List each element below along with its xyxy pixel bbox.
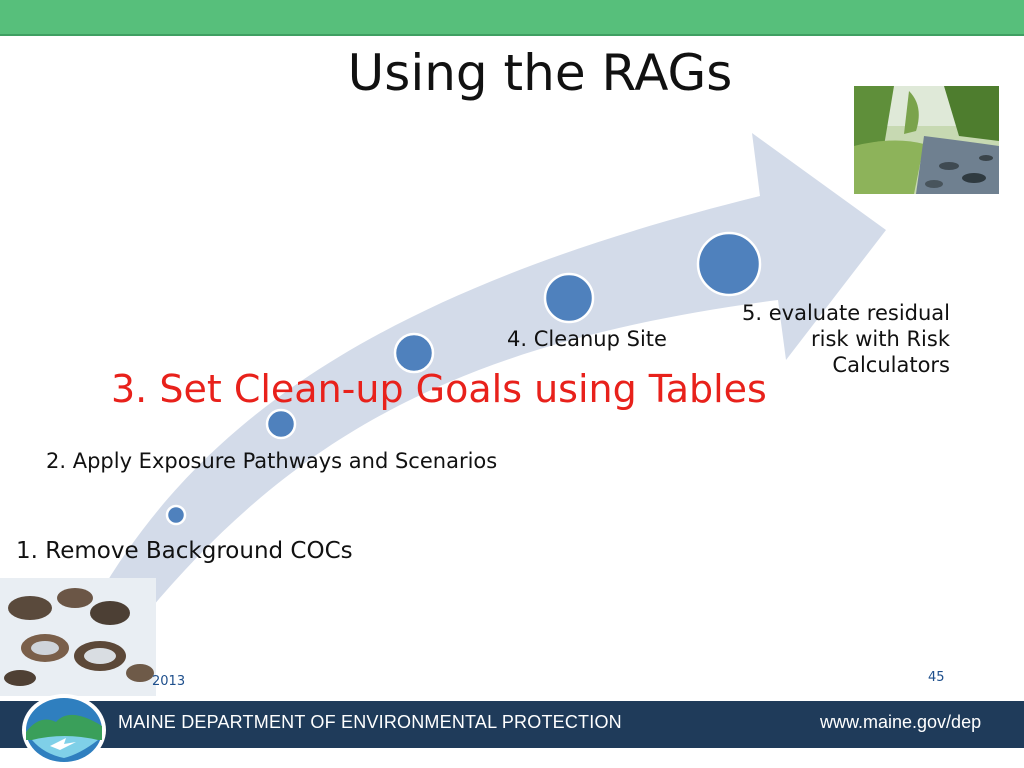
top-accent-bar bbox=[0, 0, 1024, 36]
stream-photo bbox=[854, 86, 999, 194]
step-3-label: 3. Set Clean-up Goals using Tables bbox=[111, 367, 767, 411]
maine-dep-logo-icon bbox=[22, 694, 106, 766]
footer-bar bbox=[0, 701, 1024, 748]
drums-photo bbox=[0, 578, 156, 696]
step-dot-icon bbox=[543, 272, 595, 324]
page-number: 45 bbox=[928, 670, 945, 685]
step-1-label: 1. Remove Background COCs bbox=[16, 538, 353, 564]
step-dot-icon bbox=[265, 408, 297, 440]
step-dot-icon bbox=[393, 332, 435, 374]
agency-name: MAINE DEPARTMENT OF ENVIRONMENTAL PROTEC… bbox=[118, 712, 622, 732]
step-4-label: 4. Cleanup Site bbox=[507, 327, 667, 351]
step-dot-icon bbox=[696, 231, 762, 297]
step-2-label: 2. Apply Exposure Pathways and Scenarios bbox=[46, 449, 498, 473]
agency-url-link[interactable]: www.maine.gov/dep bbox=[820, 712, 982, 732]
arrow-shape bbox=[96, 133, 886, 612]
step-dot-icon bbox=[165, 504, 187, 526]
slide-title: Using the RAGs bbox=[347, 44, 733, 102]
step-5-label: 5. evaluate residual risk with Risk Calc… bbox=[742, 301, 950, 378]
footer-date: 2013 bbox=[152, 674, 186, 689]
